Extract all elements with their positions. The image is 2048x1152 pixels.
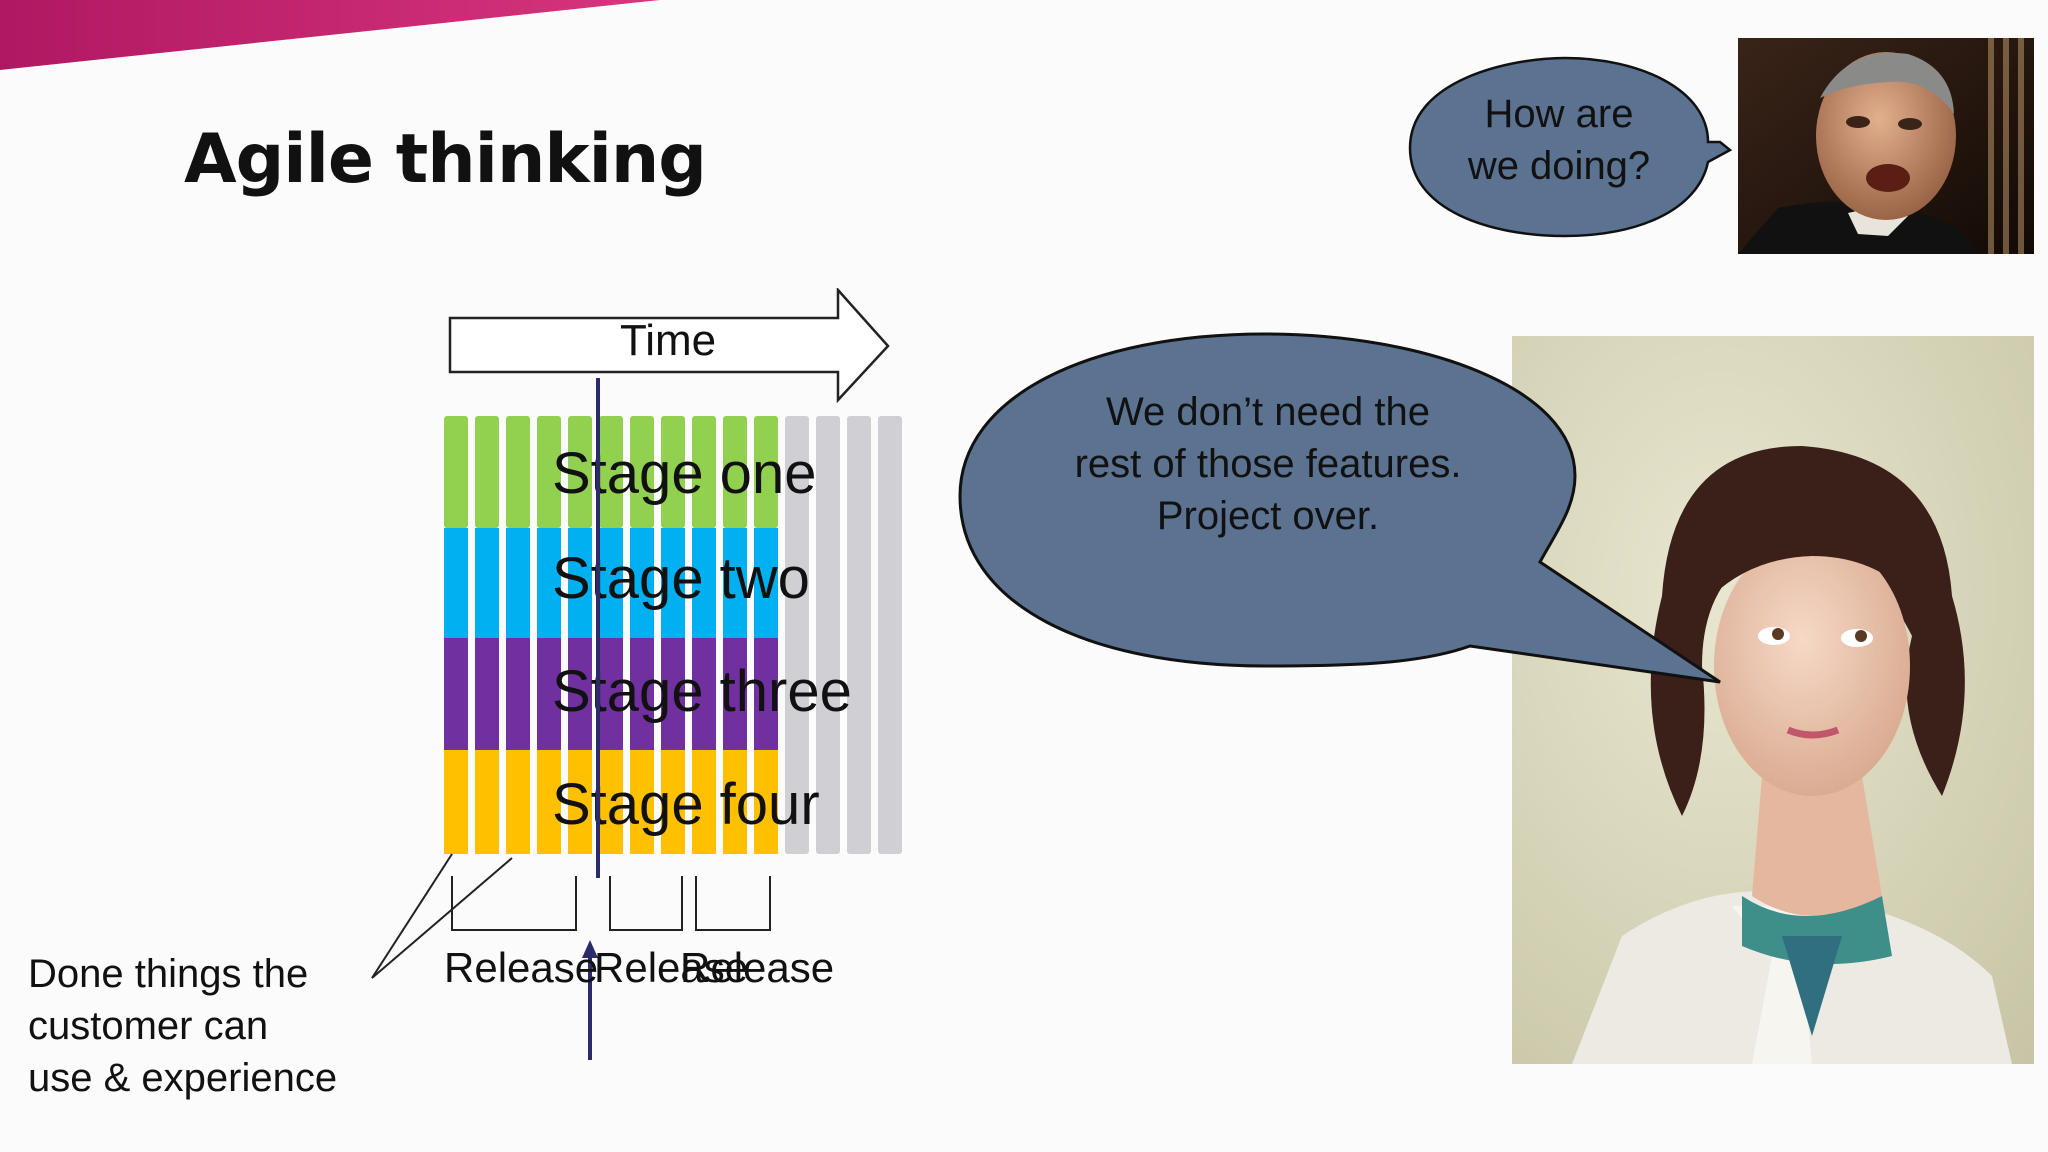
stage-segment (444, 750, 468, 854)
man-photo (1738, 38, 2034, 254)
stage-segment (630, 750, 654, 854)
small-speech-bubble (1408, 56, 1733, 238)
stage-segment (723, 528, 747, 638)
pending-column (785, 416, 809, 854)
stage-segment (630, 416, 654, 528)
stage-segment (506, 750, 530, 854)
stage-segment (754, 638, 778, 750)
release-label: Release (680, 944, 835, 991)
large-bubble-text: We don’t need the rest of those features… (1074, 390, 1462, 538)
stage-segment (754, 528, 778, 638)
stage-segment (692, 416, 716, 528)
stage-segment (754, 750, 778, 854)
header-ribbon (0, 0, 660, 70)
time-arrow (448, 288, 890, 404)
stage-segment (692, 750, 716, 854)
stage-segment (723, 416, 747, 528)
stage-segment (630, 638, 654, 750)
stage-segment (568, 416, 592, 528)
stage-segment (692, 528, 716, 638)
stage-three-label: Stage three (552, 659, 852, 724)
now-arrow-head (582, 940, 598, 958)
stage-segment (630, 528, 654, 638)
stage-segment (661, 638, 685, 750)
stage-segment (661, 416, 685, 528)
stage-segment (661, 528, 685, 638)
stage-segment (599, 638, 623, 750)
stage-segment (475, 638, 499, 750)
stage-segment (537, 638, 561, 750)
done-pointer-line (371, 853, 453, 979)
done-pointer-line (371, 857, 513, 979)
stage-segment (568, 638, 592, 750)
release-bracket (695, 876, 771, 931)
small-bubble-text: How are we doing? (1467, 92, 1651, 188)
stage-segment (444, 528, 468, 638)
done-things-text: Done things the customer can use & exper… (28, 952, 338, 1100)
stage-segment (568, 750, 592, 854)
slide-title: Agile thinking (184, 120, 707, 199)
stage-segment (506, 528, 530, 638)
woman-photo (1512, 336, 2034, 1064)
stage-segment (537, 750, 561, 854)
stage-segment (568, 528, 592, 638)
large-speech-bubble (958, 332, 1721, 684)
stage-segment (754, 416, 778, 528)
stage-segment (692, 638, 716, 750)
stage-segment (506, 416, 530, 528)
stage-segment (444, 638, 468, 750)
release-bracket (609, 876, 683, 931)
stage-two-label: Stage two (552, 546, 810, 611)
release-label: Release (594, 944, 749, 991)
time-label: Time (620, 316, 717, 365)
stage-segment (723, 750, 747, 854)
pending-column (847, 416, 871, 854)
release-label: Release (444, 944, 599, 991)
stage-segment (475, 750, 499, 854)
stage-segment (537, 416, 561, 528)
pending-column (816, 416, 840, 854)
stage-segment (537, 528, 561, 638)
stage-segment (599, 528, 623, 638)
stage-segment (723, 638, 747, 750)
stage-bars (444, 416, 902, 854)
stage-segment (475, 528, 499, 638)
stage-segment (475, 416, 499, 528)
stage-segment (444, 416, 468, 528)
stage-segment (506, 638, 530, 750)
release-bracket (451, 876, 577, 931)
stage-segment (599, 750, 623, 854)
pending-column (878, 416, 902, 854)
stage-segment (599, 416, 623, 528)
stage-segment (661, 750, 685, 854)
